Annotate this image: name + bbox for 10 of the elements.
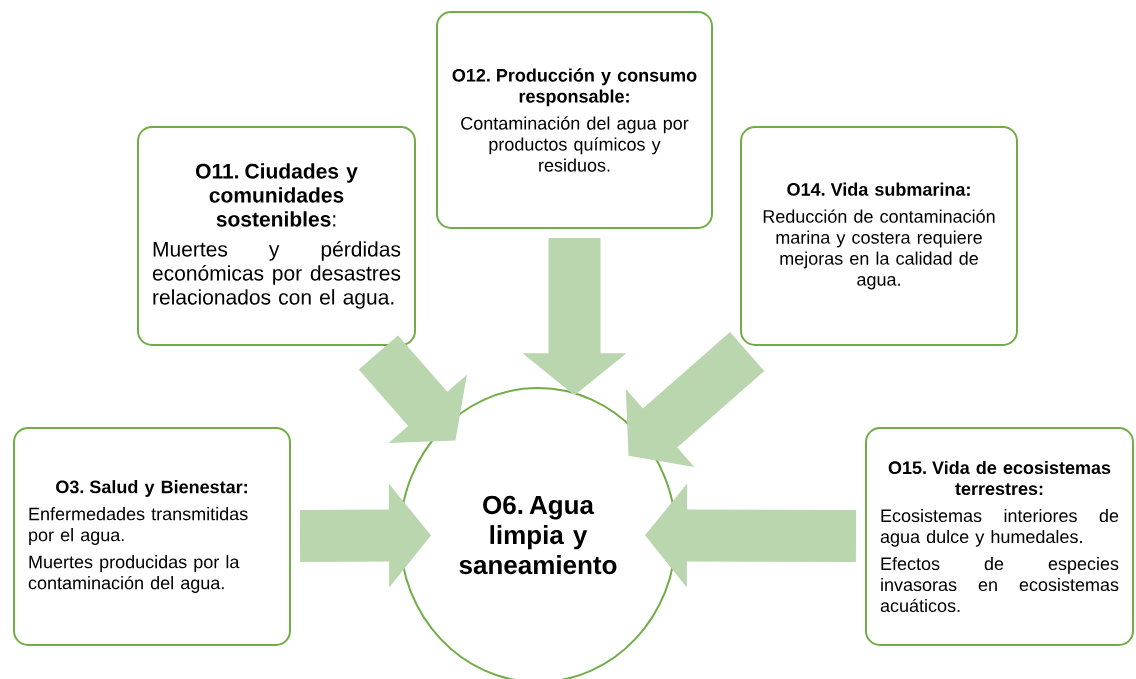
block-arrow [625, 332, 765, 468]
block-arrow [358, 335, 467, 444]
block-arrow [645, 483, 857, 588]
goal-box: O14. Vida submarina: Reducción de contaminación marina y costera requiere mejoras en la calidad de agua. [740, 126, 1018, 346]
goal-box: O11. Ciudades y comunidades sostenibles: Muertes y pérdidas económicas por desastres relacionados con el agua. [137, 126, 416, 346]
block-arrow [522, 238, 627, 396]
goal-box: O12. Producción y consumo responsable: Contaminación del agua por productos químicos y residuos. [436, 11, 713, 229]
block-arrow [299, 483, 431, 588]
goal-box: O15. Vida de ecosistemas terrestres: Ecosistemas interiores de agua dulce y humedales. Efectos de especies invasoras en ecosistemas acuáticos. [865, 427, 1134, 646]
goal-box: O3. Salud y Bienestar: Enfermedades transmitidas por el agua. Muertes producidas por la contaminación del agua. [13, 427, 291, 646]
